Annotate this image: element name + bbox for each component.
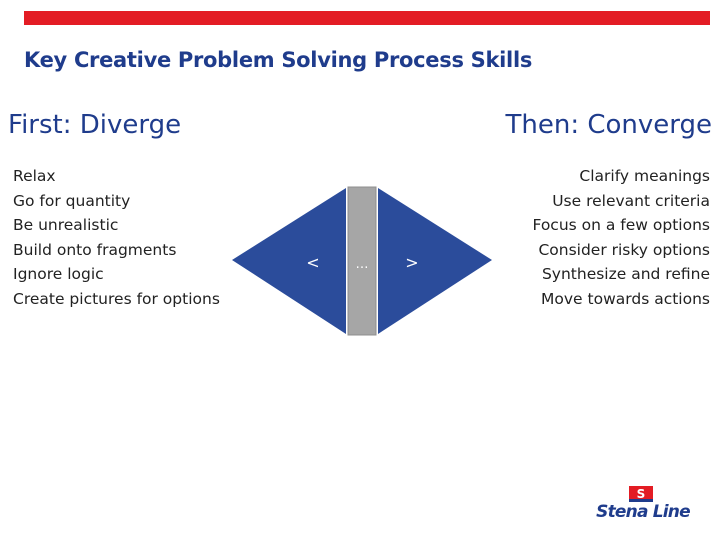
- top-accent-bar: [24, 11, 710, 25]
- converge-list: Clarify meanings Use relevant criteria F…: [532, 164, 710, 311]
- slide-title: Key Creative Problem Solving Process Ski…: [24, 48, 533, 72]
- list-item: Ignore logic: [13, 265, 104, 283]
- logo-badge-icon: S: [629, 486, 653, 502]
- list-item: Use relevant criteria: [552, 191, 710, 210]
- list-item: Clarify meanings: [579, 167, 710, 185]
- middle-symbol: …: [356, 257, 369, 272]
- right-symbol: >: [405, 253, 418, 272]
- list-item: Go for quantity: [13, 191, 131, 210]
- middle-bar: [347, 186, 377, 336]
- converge-heading: Then: Converge: [505, 110, 712, 140]
- list-item: Be unrealistic: [13, 216, 119, 234]
- diverge-heading: First: Diverge: [8, 110, 182, 140]
- list-item: Focus on a few options: [532, 216, 710, 234]
- converge-triangle: [378, 188, 492, 334]
- left-symbol: <: [306, 253, 319, 272]
- stena-line-logo: S Stena Line: [588, 486, 698, 526]
- logo-text: Stena Line: [596, 502, 690, 522]
- list-item: Consider risky options: [538, 240, 710, 259]
- diverge-triangle: [232, 188, 346, 334]
- list-item: Move towards actions: [541, 289, 710, 308]
- list-item: Synthesize and refine: [541, 265, 710, 283]
- list-item: Relax: [13, 167, 56, 185]
- diverge-list: Relax Go for quantity Be unrealistic Bui…: [13, 164, 220, 311]
- logo-badge-letter: S: [637, 487, 646, 501]
- list-item: Create pictures for options: [13, 289, 220, 308]
- list-item: Build onto fragments: [13, 240, 177, 259]
